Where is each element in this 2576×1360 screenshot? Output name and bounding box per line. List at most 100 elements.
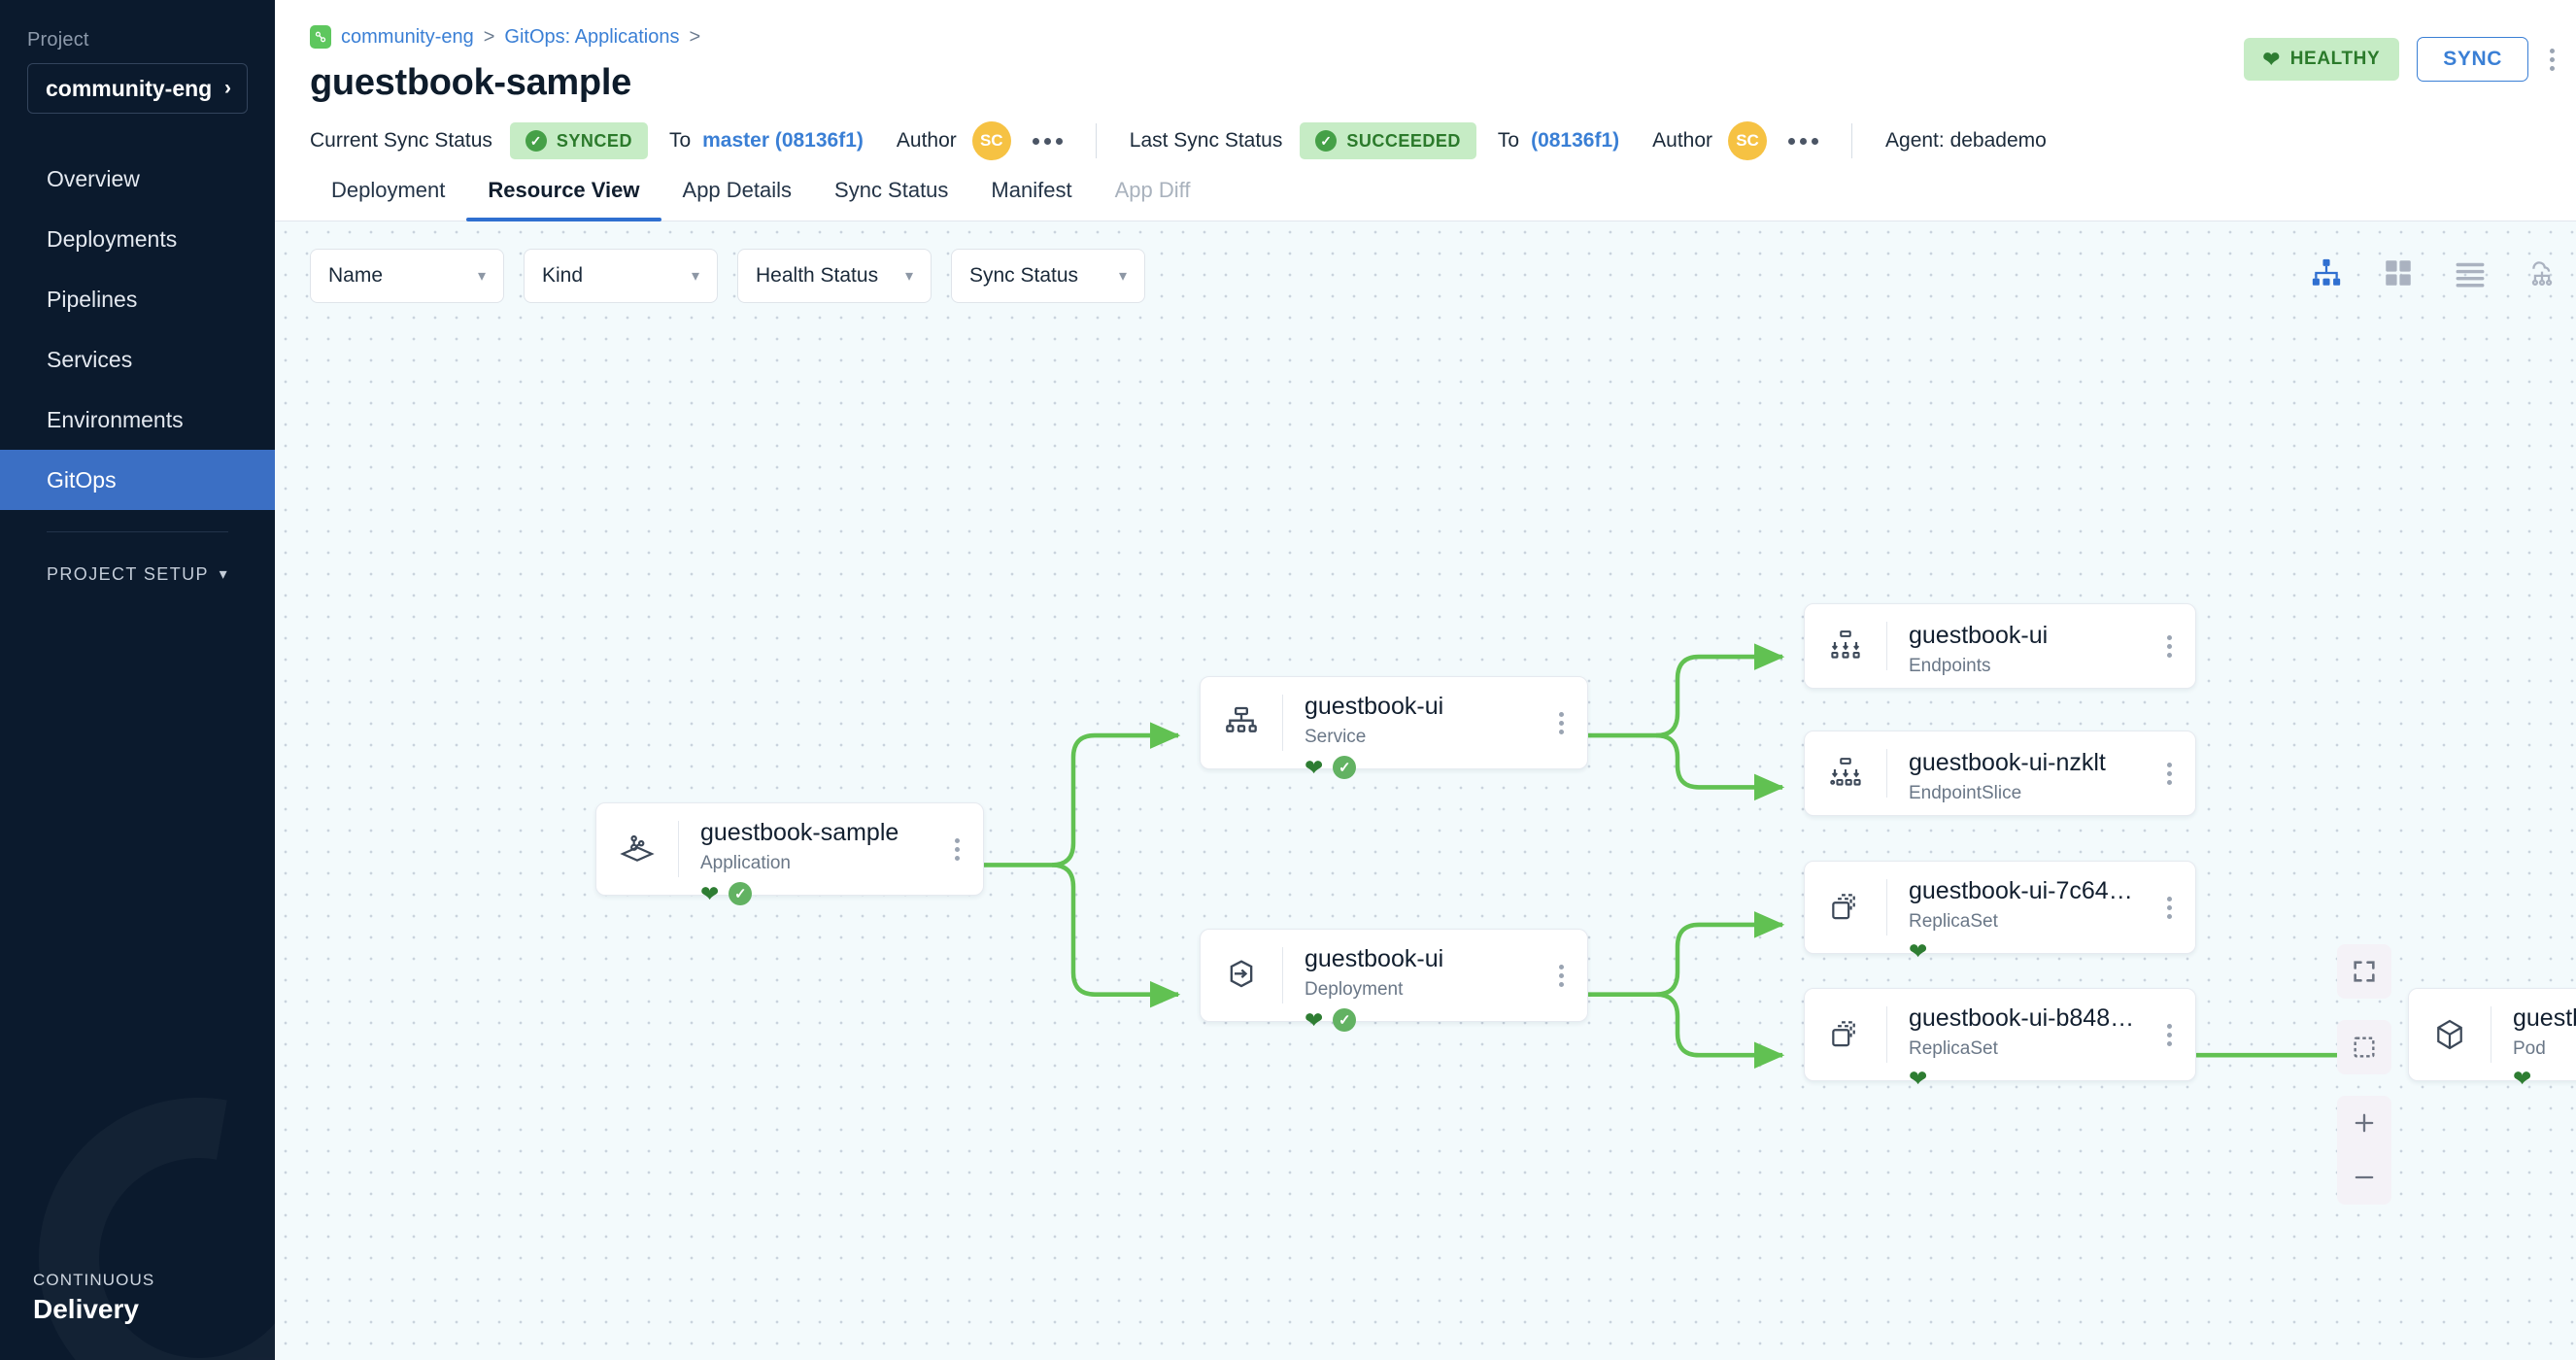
project-label: Project bbox=[27, 29, 275, 51]
project-selector[interactable]: community-eng › bbox=[27, 63, 248, 114]
chevron-right-icon: › bbox=[224, 77, 231, 100]
filter-health-status[interactable]: Health Status ▾ bbox=[737, 249, 932, 303]
fit-screen-icon[interactable] bbox=[2337, 944, 2391, 999]
breadcrumb-link-applications[interactable]: GitOps: Applications bbox=[504, 26, 679, 49]
topbar: community-eng > GitOps: Applications > g… bbox=[275, 0, 2576, 104]
check-circle-icon: ✓ bbox=[1315, 130, 1337, 152]
tree-view-icon[interactable] bbox=[2310, 256, 2343, 289]
breadcrumb-separator: > bbox=[484, 26, 495, 49]
node-kind: Deployment bbox=[1305, 979, 1535, 1001]
heart-icon: ❤ bbox=[1909, 1068, 1927, 1090]
chevron-down-icon: ▾ bbox=[478, 266, 486, 286]
node-more-icon[interactable] bbox=[2143, 989, 2195, 1080]
breadcrumb-link-project[interactable]: community-eng bbox=[341, 26, 474, 49]
node-more-icon[interactable] bbox=[1535, 930, 1587, 1021]
service-icon bbox=[1201, 677, 1282, 768]
current-to-word: To bbox=[669, 129, 691, 153]
sidebar-item-services[interactable]: Services bbox=[0, 329, 275, 390]
tab-resource-view[interactable]: Resource View bbox=[466, 178, 661, 221]
grid-view-icon[interactable] bbox=[2382, 256, 2415, 289]
resource-graph-canvas[interactable]: Name ▾ Kind ▾ Health Status ▾ Sync Statu… bbox=[275, 221, 2576, 1360]
graph-node-endpointslice[interactable]: guestbook-ui-nzklt EndpointSlice bbox=[1804, 731, 2196, 816]
heart-icon: ❤ bbox=[1305, 757, 1323, 779]
node-more-icon[interactable] bbox=[2143, 862, 2195, 953]
sync-button[interactable]: SYNC bbox=[2417, 37, 2528, 82]
avatar[interactable]: SC bbox=[972, 121, 1011, 160]
sidebar-project-setup[interactable]: PROJECT SETUP ▾ bbox=[0, 542, 275, 606]
node-kind: EndpointSlice bbox=[1909, 783, 2143, 804]
last-sync-status-value: SUCCEEDED bbox=[1346, 131, 1461, 152]
node-more-icon[interactable] bbox=[2143, 604, 2195, 688]
graph-node-service[interactable]: guestbook-ui Service ❤ ✓ bbox=[1200, 676, 1588, 769]
health-status-badge: ❤ HEALTHY bbox=[2244, 38, 2400, 81]
current-more-icon[interactable] bbox=[1033, 138, 1063, 145]
project-selector-value: community-eng bbox=[46, 76, 212, 102]
sidebar-item-label: Environments bbox=[47, 407, 184, 433]
sidebar-project-setup-label: PROJECT SETUP bbox=[47, 564, 209, 585]
filter-kind[interactable]: Kind ▾ bbox=[524, 249, 718, 303]
network-view-icon[interactable] bbox=[2525, 256, 2559, 289]
tab-bar: Deployment Resource View App Details Syn… bbox=[275, 178, 2576, 221]
heart-icon: ❤ bbox=[1305, 1009, 1323, 1032]
sidebar-item-deployments[interactable]: Deployments bbox=[0, 209, 275, 269]
node-more-icon[interactable] bbox=[1535, 677, 1587, 768]
avatar[interactable]: SC bbox=[1728, 121, 1767, 160]
status-divider bbox=[1096, 123, 1097, 158]
node-status: ❤ bbox=[1909, 940, 2143, 963]
tab-manifest[interactable]: Manifest bbox=[969, 178, 1093, 221]
sidebar-item-overview[interactable]: Overview bbox=[0, 149, 275, 209]
node-kind: Endpoints bbox=[1909, 656, 2143, 677]
sidebar-item-pipelines[interactable]: Pipelines bbox=[0, 269, 275, 329]
node-name: guestbook-ui bbox=[1305, 945, 1535, 973]
logo-bottom-text: Delivery bbox=[33, 1294, 275, 1325]
node-name: guestbook-ui bbox=[1909, 622, 2143, 650]
current-sync-status-value: SYNCED bbox=[557, 131, 632, 152]
zoom-out-icon[interactable] bbox=[2337, 1150, 2391, 1205]
zoom-in-icon[interactable] bbox=[2337, 1096, 2391, 1150]
filter-name[interactable]: Name ▾ bbox=[310, 249, 504, 303]
node-more-icon[interactable] bbox=[931, 803, 983, 895]
resource-graph: guestbook-sample Application ❤ ✓ bbox=[275, 221, 2576, 1360]
node-name: guestbook-ui-b848d5d9d bbox=[1909, 1004, 2143, 1033]
check-circle-icon: ✓ bbox=[1333, 1008, 1356, 1032]
current-revision-link[interactable]: master (08136f1) bbox=[702, 129, 864, 153]
selection-box-icon[interactable] bbox=[2337, 1020, 2391, 1074]
application-icon bbox=[596, 803, 678, 895]
graph-node-endpoints[interactable]: guestbook-ui Endpoints bbox=[1804, 603, 2196, 689]
more-options-icon[interactable] bbox=[2546, 43, 2559, 77]
current-sync-status-label: Current Sync Status bbox=[310, 129, 492, 153]
node-body: guestbook-ui-7c64987dc9 ReplicaSet ❤ bbox=[1887, 862, 2143, 953]
node-name: guestbook-ui-7c64987dc9 bbox=[1909, 877, 2143, 905]
sidebar: Project community-eng › Overview Deploym… bbox=[0, 0, 275, 1360]
sidebar-item-label: Services bbox=[47, 347, 132, 373]
tab-sync-status[interactable]: Sync Status bbox=[813, 178, 969, 221]
graph-node-replicaset-2[interactable]: guestbook-ui-b848d5d9d ReplicaSet ❤ bbox=[1804, 988, 2196, 1081]
sync-status-bar: Current Sync Status ✓ SYNCED To master (… bbox=[275, 104, 2576, 178]
list-view-icon[interactable] bbox=[2454, 256, 2487, 289]
sidebar-divider bbox=[47, 531, 228, 532]
node-body: guestbook-ui-b848d5d9d ReplicaSet ❤ bbox=[1887, 989, 2143, 1080]
filter-label: Kind bbox=[542, 264, 583, 288]
graph-node-replicaset-1[interactable]: guestbook-ui-7c64987dc9 ReplicaSet ❤ bbox=[1804, 861, 2196, 954]
graph-node-pod[interactable]: guestbook-ui-b848d5d9... Pod ❤ bbox=[2408, 988, 2576, 1081]
sidebar-item-environments[interactable]: Environments bbox=[0, 390, 275, 450]
main-content: community-eng > GitOps: Applications > g… bbox=[275, 0, 2576, 1360]
sidebar-item-gitops[interactable]: GitOps bbox=[0, 450, 275, 510]
node-kind: Pod bbox=[2513, 1038, 2576, 1060]
node-kind: Service bbox=[1305, 727, 1535, 748]
node-body: guestbook-ui-nzklt EndpointSlice bbox=[1887, 731, 2143, 815]
tab-app-diff: App Diff bbox=[1094, 178, 1212, 221]
current-sync-status-badge: ✓ SYNCED bbox=[510, 122, 648, 159]
last-revision-link[interactable]: (08136f1) bbox=[1531, 129, 1619, 153]
breadcrumb: community-eng > GitOps: Applications > bbox=[275, 0, 2576, 49]
tab-deployment[interactable]: Deployment bbox=[310, 178, 466, 221]
graph-node-deployment[interactable]: guestbook-ui Deployment ❤ ✓ bbox=[1200, 929, 1588, 1022]
tab-app-details[interactable]: App Details bbox=[661, 178, 814, 221]
node-more-icon[interactable] bbox=[2143, 731, 2195, 815]
graph-node-application[interactable]: guestbook-sample Application ❤ ✓ bbox=[595, 802, 984, 896]
node-status: ❤ ✓ bbox=[1305, 756, 1535, 779]
filter-sync-status[interactable]: Sync Status ▾ bbox=[951, 249, 1145, 303]
last-more-icon[interactable] bbox=[1788, 138, 1818, 145]
last-to-word: To bbox=[1498, 129, 1519, 153]
node-name: guestbook-ui bbox=[1305, 693, 1535, 721]
